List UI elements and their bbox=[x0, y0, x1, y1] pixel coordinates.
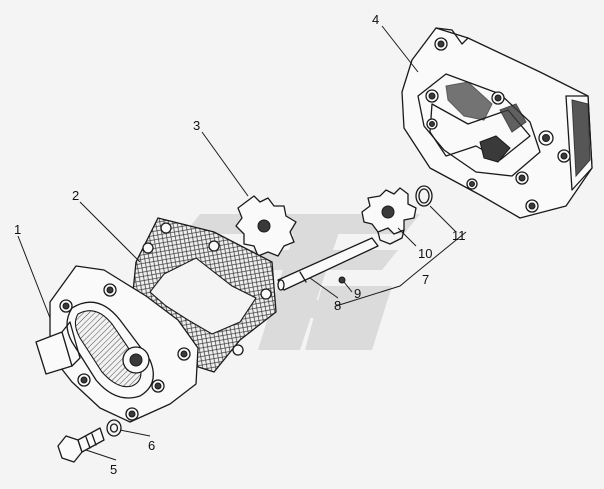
leader-lines bbox=[17, 25, 467, 461]
callout-4: 4 bbox=[372, 12, 379, 27]
pin bbox=[338, 276, 346, 284]
callout-11: 11 bbox=[452, 228, 466, 243]
callout-1: 1 bbox=[14, 222, 21, 237]
pump-cover bbox=[35, 265, 199, 423]
callout-3: 3 bbox=[193, 118, 200, 133]
axle bbox=[277, 237, 379, 291]
pump-housing bbox=[401, 27, 593, 219]
callout-numbers: 1 2 3 4 5 6 7 8 9 10 11 bbox=[14, 12, 466, 477]
bolt bbox=[57, 427, 105, 463]
drive-gear bbox=[361, 187, 417, 245]
callout-2: 2 bbox=[72, 188, 79, 203]
callout-9: 9 bbox=[354, 286, 361, 301]
driven-gear bbox=[235, 195, 297, 257]
callout-8: 8 bbox=[334, 298, 341, 313]
callout-6: 6 bbox=[148, 438, 155, 453]
callout-7: 7 bbox=[422, 272, 429, 287]
washer bbox=[106, 419, 122, 437]
callout-10: 10 bbox=[418, 246, 432, 261]
retaining-ring bbox=[415, 185, 433, 207]
callout-5: 5 bbox=[110, 462, 117, 477]
